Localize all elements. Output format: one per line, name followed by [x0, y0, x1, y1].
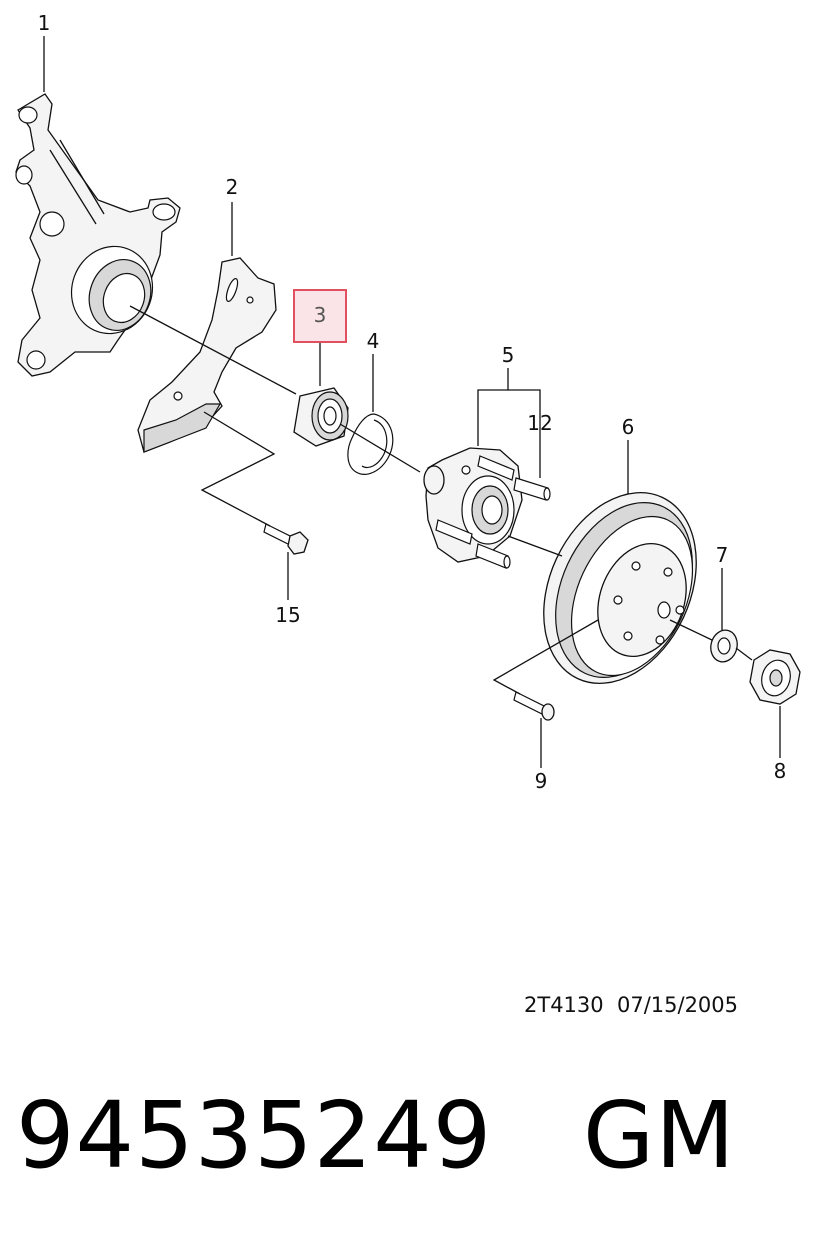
part-wheel-studs — [435, 455, 551, 569]
part-steering-knuckle — [15, 93, 181, 377]
highlight-box[interactable] — [293, 289, 347, 343]
highlighted-callout-3[interactable]: 3 — [293, 289, 347, 343]
callout-12: 12 — [527, 411, 552, 435]
part-snap-ring — [347, 413, 394, 475]
callout-3: 3 — [314, 303, 327, 327]
part-wheel-bearing — [293, 387, 349, 447]
part-shield-bolt — [263, 523, 309, 555]
part-disc-screw — [513, 691, 555, 721]
callout-1: 1 — [38, 11, 51, 35]
leader-lines — [43, 36, 781, 768]
footer-part-number: 94535249 GM — [16, 1082, 736, 1189]
callout-5: 5 — [502, 343, 515, 367]
callout-9: 9 — [535, 769, 548, 793]
callout-8: 8 — [774, 759, 787, 783]
callout-2: 2 — [226, 175, 239, 199]
callout-labels: 1 2 4 5 12 6 7 15 9 8 — [38, 11, 787, 793]
drawing-code: 2T4130 07/15/2005 — [524, 993, 739, 1017]
part-hub — [423, 447, 523, 563]
callout-4: 4 — [367, 329, 380, 353]
brand-name: GM — [583, 1082, 736, 1189]
callout-15: 15 — [275, 603, 300, 627]
part-washer — [710, 629, 738, 663]
part-splash-shield — [137, 257, 277, 453]
callout-6: 6 — [622, 415, 635, 439]
part-number: 94535249 — [16, 1082, 493, 1189]
callout-7: 7 — [716, 543, 729, 567]
part-hub-nut — [749, 649, 801, 705]
part-brake-disc — [543, 492, 697, 684]
